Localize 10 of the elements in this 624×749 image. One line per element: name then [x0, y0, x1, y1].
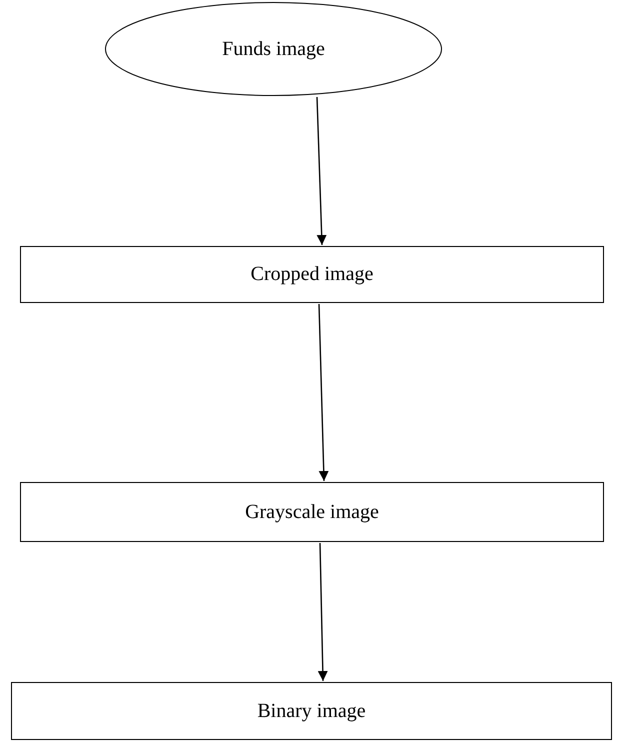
- arrow: [316, 96, 327, 246]
- node-label: Binary image: [257, 700, 366, 722]
- node-label: Grayscale image: [245, 500, 379, 524]
- node-label: Funds image: [222, 38, 325, 60]
- arrow: [318, 304, 329, 482]
- arrow: [318, 542, 328, 682]
- process-box: [11, 682, 612, 740]
- process-box: [20, 482, 604, 542]
- node-label: Cropped image: [250, 263, 374, 286]
- process-box: [20, 246, 604, 303]
